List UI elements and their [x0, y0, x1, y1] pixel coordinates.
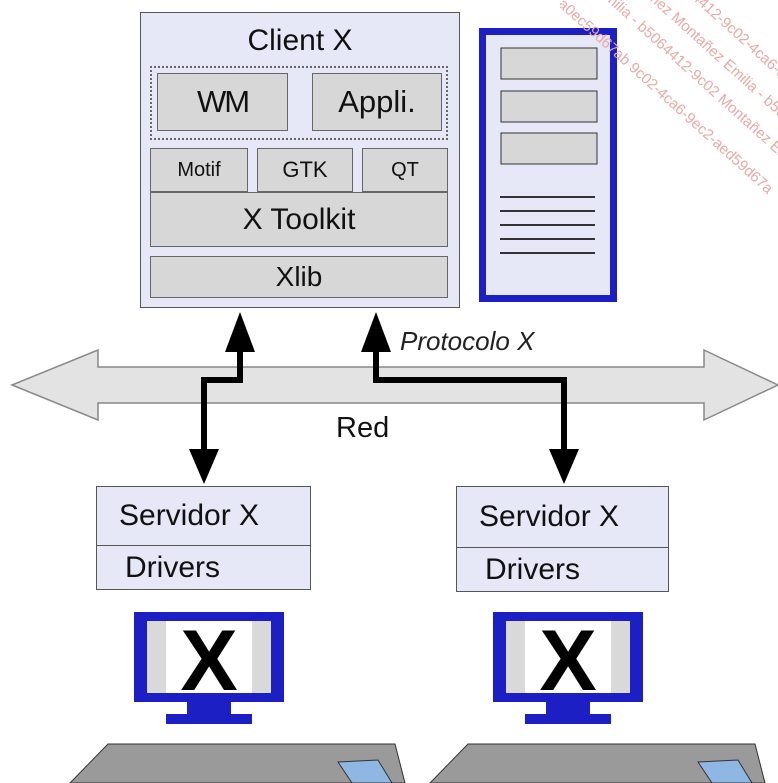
x-toolkit-box: X Toolkit [150, 192, 448, 247]
gtk-box: GTK [257, 148, 353, 192]
client-x-title: Client X [247, 24, 353, 57]
server-right-drivers: Drivers [485, 553, 580, 586]
mouse-left [337, 759, 393, 783]
x-logo-right: X [539, 613, 596, 709]
protocol-label: Protocolo X [400, 326, 535, 356]
server-left-drivers: Drivers [125, 551, 220, 584]
workstation-left-icon: X [69, 612, 406, 783]
server-right-box: Servidor X Drivers [456, 486, 669, 592]
connector-left [189, 312, 255, 484]
motif-box: Motif [150, 148, 248, 192]
watermark: 2a0ec59d67ab 9c02-4ca6-9ec2-aed59d67a Em… [560, 0, 778, 230]
qt-box: QT [362, 148, 448, 192]
keyboard-right [429, 743, 766, 783]
wm-box: WM [157, 73, 288, 131]
arrowhead-down-left [189, 449, 219, 484]
client-apps-group [150, 66, 448, 140]
network-label: Red [336, 412, 390, 444]
appli-box: Appli. [312, 73, 442, 131]
workstation-right-icon: X [429, 612, 766, 783]
x-logo-left: X [180, 613, 237, 709]
mouse-right [697, 759, 753, 783]
arrowhead-up-left [225, 312, 255, 352]
xlib-box: Xlib [150, 256, 448, 298]
tower-computer-icon [479, 28, 617, 302]
server-right-title: Servidor X [457, 487, 668, 548]
keyboard-left [69, 743, 406, 783]
server-left-box: Servidor X Drivers [96, 486, 311, 590]
server-left-title: Servidor X [97, 487, 310, 546]
connector-right [361, 312, 579, 484]
arrowhead-down-right [549, 449, 579, 484]
arrowhead-up-right [361, 312, 391, 352]
network-double-arrow [10, 348, 778, 422]
